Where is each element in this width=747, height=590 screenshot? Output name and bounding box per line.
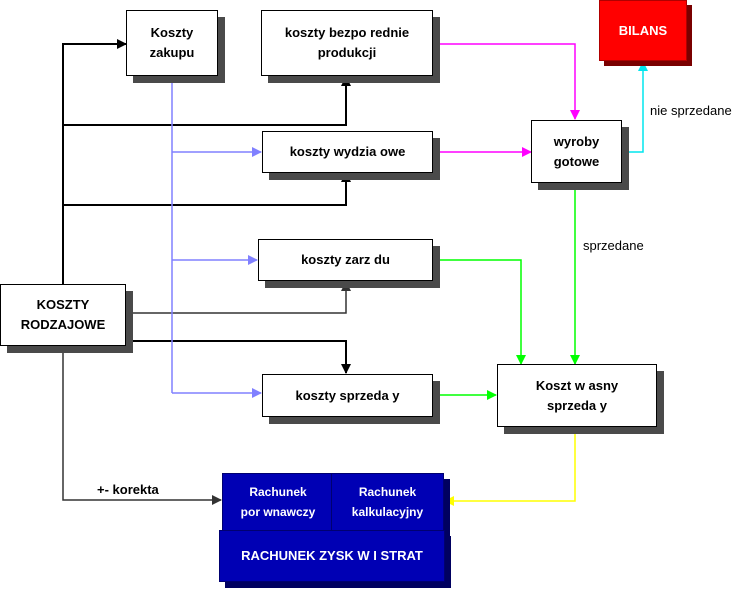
arrow-rodzajowe-to-zakupu <box>62 39 127 285</box>
node-koszty-sprzedazy: koszty sprzeda y <box>262 374 433 417</box>
node-rachunek-porownawczy: Rachunek por wnawczy <box>222 473 334 531</box>
node-rachunek-zyskow-i-strat: RACHUNEK ZYSK W I STRAT <box>219 530 445 582</box>
node-bilans: BILANS <box>599 0 687 61</box>
node-rachunek-kalkulacyjny: Rachunek kalkulacyjny <box>331 473 444 531</box>
node-koszty-bezposrednie-produkcji: koszty bezpo rednie produkcji <box>261 10 433 76</box>
edge-label-korekta: +- korekta <box>97 482 159 497</box>
arrow-zarzadu-to-koszt-wlasny <box>432 259 526 365</box>
arrow-rodzajowe-to-sprzedazy <box>118 340 351 374</box>
node-koszty-rodzajowe: KOSZTY RODZAJOWE <box>0 284 126 346</box>
arrow-rodzajowe-to-zarzadu <box>126 281 351 314</box>
arrow-koszt-wlasny-to-rachunek <box>444 427 576 506</box>
node-koszty-zakupu: Koszty zakupu <box>126 10 218 76</box>
node-koszty-wydzialowe: koszty wydzia owe <box>262 131 433 173</box>
arrow-bezposrednie-to-wyroby <box>432 43 580 120</box>
node-koszt-wlasny-sprzedazy: Koszt w asny sprzeda y <box>497 364 657 427</box>
edge-label-nie-sprzedane: nie sprzedane <box>650 103 732 118</box>
arrow-rodzajowe-to-bezposrednie <box>63 76 351 126</box>
node-koszty-zarzadu: koszty zarz du <box>258 239 433 281</box>
arrow-wyroby-to-bilans <box>622 61 648 153</box>
arrow-rodzajowe-to-wydzialowe <box>63 172 351 206</box>
node-wyroby-gotowe: wyroby gotowe <box>531 120 622 183</box>
edge-label-sprzedane: sprzedane <box>583 238 644 253</box>
arrow-korekta <box>62 341 222 505</box>
